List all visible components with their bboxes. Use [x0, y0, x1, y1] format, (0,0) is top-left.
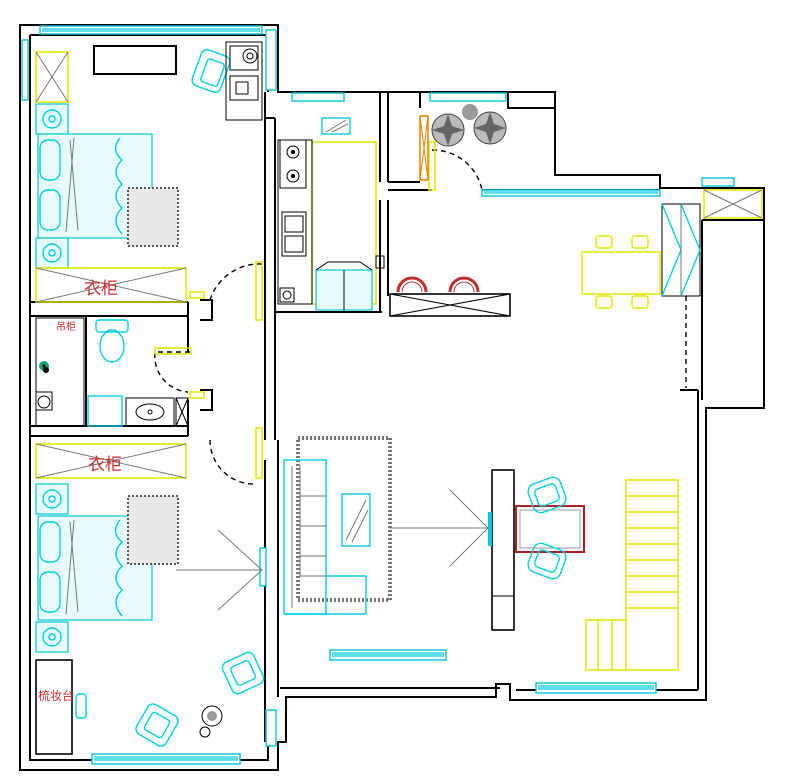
dining-table[interactable]: [581, 251, 661, 295]
desk: [93, 45, 177, 75]
kitchen-counter: [277, 139, 313, 305]
dresser: [35, 659, 73, 755]
window-kitchen-top: [291, 92, 345, 102]
bedroom-top: 衣柜: [35, 41, 263, 303]
sideboard: [389, 293, 511, 317]
bedside-rug-2: [127, 495, 179, 565]
toilet-icon[interactable]: [95, 319, 129, 363]
potted-plant-icon: [431, 113, 465, 147]
nightstand-bottom-2: [35, 621, 69, 653]
kitchen-sink-icon[interactable]: [281, 211, 307, 257]
dining-area: [389, 189, 763, 317]
nightstand-top-2: [35, 483, 69, 515]
kitchen: [277, 117, 385, 311]
wardrobe-bottom: 衣柜: [35, 443, 187, 479]
potted-plant-icon: [473, 111, 507, 145]
staircase-icon: [585, 479, 679, 671]
armchair-icon[interactable]: [526, 541, 568, 581]
bedside-rug: [127, 187, 179, 247]
side-table-icon: [199, 705, 223, 738]
armchair-icon[interactable]: [134, 702, 180, 748]
doors: [154, 141, 687, 485]
armchair-icon[interactable]: [220, 650, 265, 695]
living-rug: [296, 436, 392, 602]
gas-stove-icon[interactable]: [279, 139, 307, 189]
dining-chairs: [595, 235, 649, 309]
nightstand-top: [35, 103, 69, 135]
wardrobe-top-label: 衣柜: [84, 279, 118, 299]
balcony: [419, 104, 507, 181]
wardrobe-top: 衣柜: [35, 267, 187, 303]
study-desk[interactable]: [515, 505, 585, 553]
coffee-table[interactable]: [341, 493, 371, 547]
bathroom: 吊柜: [35, 317, 189, 427]
sofa[interactable]: [283, 459, 367, 615]
tv-screen: [488, 512, 492, 546]
armchair-icon[interactable]: [190, 48, 231, 94]
refrigerator-icon: [315, 261, 373, 311]
window-dining-right: [701, 177, 735, 187]
window-bedroom-top-right: [265, 29, 277, 91]
windows: [21, 25, 735, 765]
tv-cabinet: [491, 469, 515, 631]
wardrobe-bottom-label: 衣柜: [88, 455, 122, 475]
window-bedroom-bottom-right: [265, 709, 277, 747]
window-balcony-top: [429, 92, 507, 102]
bath-cabinet-label: 吊柜: [56, 320, 76, 333]
armchair-icon[interactable]: [526, 475, 568, 515]
window-bedroom-left: [21, 39, 29, 101]
cabinet-left: [35, 51, 69, 103]
potted-plant-icon: [462, 104, 478, 120]
bar-stool-icon: [396, 276, 480, 293]
washbasin-icon[interactable]: [125, 397, 175, 427]
nightstand-bottom: [35, 237, 69, 269]
interior-walls: [29, 92, 660, 742]
bedroom-bottom: 衣柜 梳妆台: [35, 443, 265, 755]
washing-machine-icon: [225, 41, 263, 121]
tall-cabinet: [661, 203, 701, 297]
bath-cabinet-lower: [87, 395, 123, 427]
dresser-label: 梳妆台: [38, 688, 74, 703]
study: [515, 475, 585, 581]
living-room: [283, 436, 515, 631]
